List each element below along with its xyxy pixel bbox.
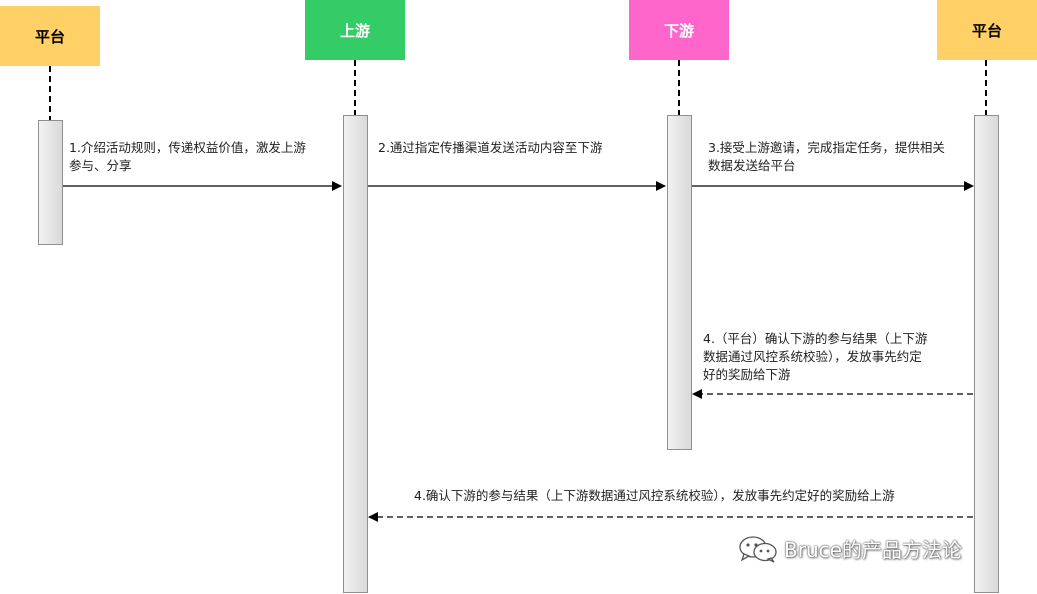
message-label-3: 3.接受上游邀请，完成指定任务，提供相关 数据发送给平台 bbox=[708, 140, 945, 173]
activation-platform-left bbox=[38, 120, 63, 245]
activation-platform-right bbox=[974, 115, 999, 593]
activation-upstream bbox=[343, 115, 368, 593]
watermark-text: Bruce的产品方法论 bbox=[784, 538, 962, 562]
actor-platform-left: 平台 bbox=[0, 6, 100, 66]
message-label-1: 1.介绍活动规则，传递权益价值，激发上游 参与、分享 bbox=[69, 140, 306, 173]
message-label-5: 4.确认下游的参与结果（上下游数据通过风控系统校验），发放事先约定好的奖励给上游 bbox=[414, 488, 895, 503]
actor-downstream: 下游 bbox=[629, 0, 729, 60]
activation-downstream bbox=[667, 115, 692, 450]
message-label-4: 4.（平台）确认下游的参与结果（上下游 数据通过风控系统校验），发放事先约定 好… bbox=[703, 331, 928, 382]
actor-upstream: 上游 bbox=[305, 0, 405, 60]
watermark: Bruce的产品方法论 bbox=[738, 534, 962, 563]
message-label-2: 2.通过指定传播渠道发送活动内容至下游 bbox=[378, 140, 603, 155]
wechat-icon bbox=[739, 535, 777, 563]
actor-platform-right: 平台 bbox=[937, 0, 1037, 60]
